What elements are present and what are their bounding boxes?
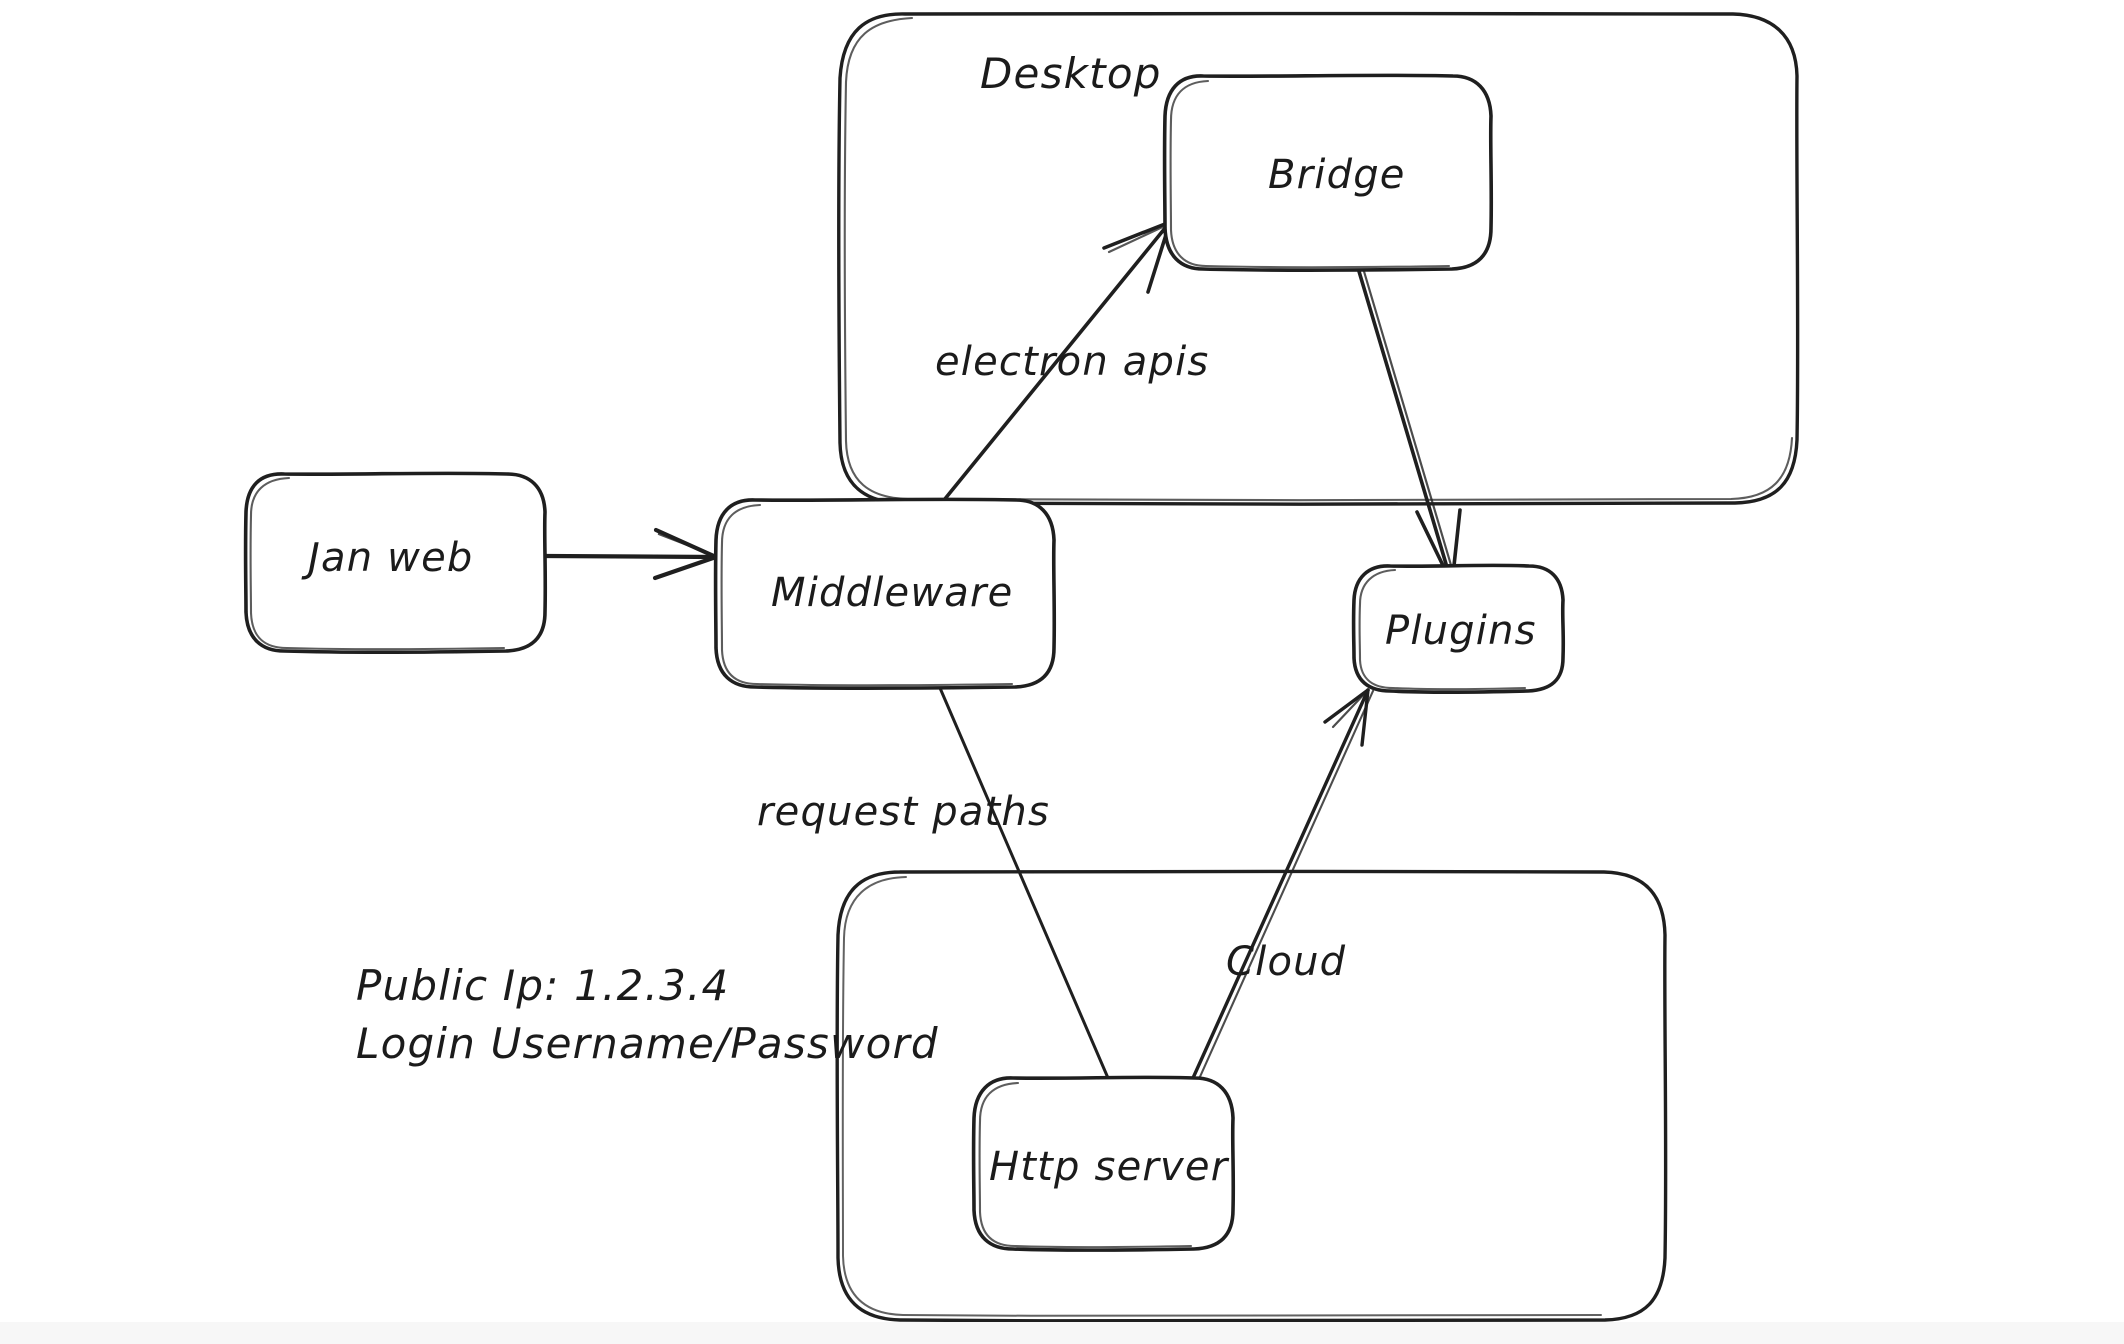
note-login-credentials: Login Username/Password (356, 1019, 939, 1068)
note-public-ip: Public Ip: 1.2.3.4 (356, 961, 729, 1010)
node-plugins[interactable]: Plugins (1351, 563, 1566, 694)
node-middleware[interactable]: Middleware (713, 497, 1057, 690)
group-label-desktop: Desktop (980, 49, 1162, 98)
edge-label-cloud: Cloud (1226, 939, 1346, 985)
node-label-http-server: Http server (989, 1144, 1230, 1190)
node-jan-web[interactable]: Jan web (243, 471, 548, 654)
node-label-plugins: Plugins (1385, 608, 1537, 654)
edge-middleware-to-http-server[interactable] (938, 686, 1110, 1080)
node-label-jan-web: Jan web (301, 535, 474, 581)
edge-http-server-to-plugins[interactable]: Cloud (1191, 688, 1375, 1081)
bottom-strip (0, 1322, 2124, 1344)
notes-block: Public Ip: 1.2.3.4 Login Username/Passwo… (356, 961, 939, 1068)
edge-janweb-to-middleware[interactable] (543, 527, 719, 581)
node-http-server[interactable]: Http server (971, 1075, 1236, 1252)
node-bridge[interactable]: Bridge (1162, 73, 1494, 272)
node-label-middleware: Middleware (771, 570, 1013, 616)
node-label-bridge: Bridge (1268, 152, 1406, 198)
edge-label-electron-apis: electron apis (935, 339, 1209, 385)
edge-label-request-paths: request paths (757, 789, 1050, 835)
